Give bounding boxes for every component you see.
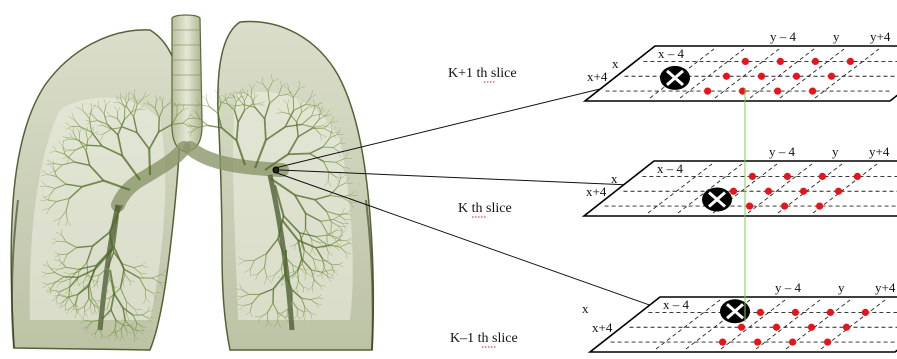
coord-label-x-minus: x – 4 — [663, 297, 690, 312]
neighbor-point — [792, 309, 799, 316]
neighbor-point — [843, 324, 850, 331]
lung-image — [11, 15, 373, 350]
neighbor-point — [816, 203, 823, 210]
neighbor-point — [749, 173, 756, 180]
coord-label-x-minus: x – 4 — [658, 46, 685, 61]
coord-label-y-plus: y+4 — [870, 29, 891, 44]
coord-label-y-minus: y – 4 — [770, 29, 797, 44]
center-voxel-marker — [702, 188, 732, 212]
neighbor-point — [738, 324, 745, 331]
slice-plane-outline — [584, 161, 897, 216]
slice-plane-bottom: y – 4 y y+4 x – 4 xx+4 — [582, 280, 897, 352]
coord-label-x: x — [611, 171, 618, 186]
neighbor-point — [777, 58, 784, 65]
slice-labels: K+1 th slice K th slice K–1 th slice — [448, 66, 518, 347]
neighbor-point — [746, 203, 753, 210]
center-voxel-marker — [660, 66, 690, 90]
coord-label-x-plus: x+4 — [592, 320, 613, 335]
neighbor-point — [828, 73, 835, 80]
neighbor-point — [781, 203, 788, 210]
coord-label-x: x — [582, 301, 589, 316]
coord-label-x-plus: x+4 — [586, 184, 607, 199]
coord-label-y-minus: y – 4 — [769, 144, 796, 159]
focus-point — [273, 167, 279, 173]
slice-label-top: K+1 th slice — [448, 66, 517, 81]
neighbor-point — [730, 188, 737, 195]
neighbor-point — [773, 324, 780, 331]
neighbor-point — [835, 188, 842, 195]
neighbor-point — [723, 73, 730, 80]
coord-label-y-minus: y – 4 — [775, 280, 802, 295]
neighbor-point — [789, 339, 796, 346]
slice-plane-top: y – 4 y y+4 x – 4 x x+4 — [585, 29, 897, 101]
neighbor-point — [765, 188, 772, 195]
coord-label-y: y — [833, 29, 840, 44]
neighbor-point — [824, 339, 831, 346]
neighbor-point — [757, 309, 764, 316]
coord-label-y: y — [832, 144, 839, 159]
neighbor-point — [808, 324, 815, 331]
coord-label-y: y — [838, 280, 845, 295]
neighbor-point — [809, 88, 816, 95]
neighbor-point — [758, 73, 765, 80]
neighbor-point — [862, 309, 869, 316]
neighbor-point — [827, 309, 834, 316]
neighbor-point — [719, 339, 726, 346]
trachea — [172, 15, 202, 152]
neighbor-point — [854, 173, 861, 180]
neighbor-point — [812, 58, 819, 65]
neighbor-point — [774, 88, 781, 95]
neighbor-point — [793, 73, 800, 80]
slice-label-bottom: K–1 th slice — [450, 331, 518, 346]
neighbor-point — [819, 173, 826, 180]
neighbor-point — [754, 339, 761, 346]
coord-label-x: x — [612, 56, 619, 71]
coord-label-x-minus: x – 4 — [657, 161, 684, 176]
neighbor-point — [784, 173, 791, 180]
slice-label-middle: K th slice — [458, 201, 512, 216]
coord-label-x-plus: x+4 — [587, 69, 608, 84]
neighbor-point — [847, 58, 854, 65]
slice-plane-middle: y – 4 y y+4 x – 4 x x+4 — [584, 144, 897, 216]
coord-label-y-plus: y+4 — [875, 280, 896, 295]
neighbor-point — [704, 88, 711, 95]
coord-label-y-plus: y+4 — [869, 144, 890, 159]
neighbor-point — [742, 58, 749, 65]
neighbor-point — [800, 188, 807, 195]
